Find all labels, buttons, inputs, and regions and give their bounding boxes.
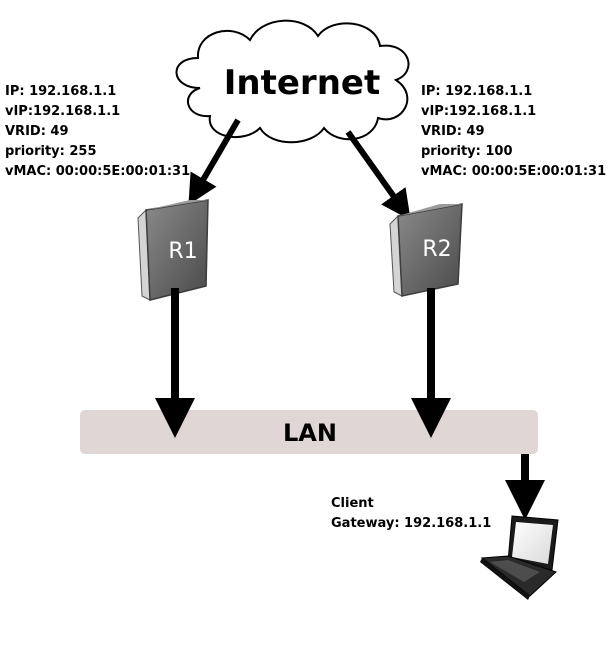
internet-to-r1-arrow	[188, 118, 241, 205]
router-r1-info: IP: 192.168.1.1 vIP:192.168.1.1 VRID: 49…	[5, 82, 190, 182]
router-r1-icon	[137, 199, 209, 301]
internet-to-r2-arrow	[345, 130, 411, 221]
client-info: Client Gateway: 192.168.1.1	[331, 494, 491, 534]
r2-priority: priority: 100	[421, 144, 513, 159]
r1-ip: IP: 192.168.1.1	[5, 84, 117, 99]
router-r2-label: R2	[422, 237, 451, 262]
r2-ip: IP: 192.168.1.1	[421, 84, 533, 99]
r2-vip: vIP:192.168.1.1	[421, 104, 537, 119]
r1-priority: priority: 255	[5, 144, 97, 159]
r1-vip: vIP:192.168.1.1	[5, 104, 121, 119]
cloud-icon	[175, 19, 410, 144]
router-r2-info: IP: 192.168.1.1 vIP:192.168.1.1 VRID: 49…	[421, 82, 606, 182]
lan-label: LAN	[283, 419, 337, 447]
internet-label: Internet	[224, 63, 380, 103]
r2-vmac: vMAC: 00:00:5E:00:01:31	[421, 164, 607, 179]
r1-vrid: VRID: 49	[5, 124, 69, 139]
router-r1-label: R1	[168, 239, 197, 264]
r2-vrid: VRID: 49	[421, 124, 485, 139]
r1-vmac: vMAC: 00:00:5E:00:01:31	[5, 164, 191, 179]
router-r2-icon	[389, 203, 463, 297]
client-title: Client	[331, 496, 374, 511]
laptop-icon	[480, 515, 559, 600]
client-gateway: Gateway: 192.168.1.1	[331, 516, 492, 531]
